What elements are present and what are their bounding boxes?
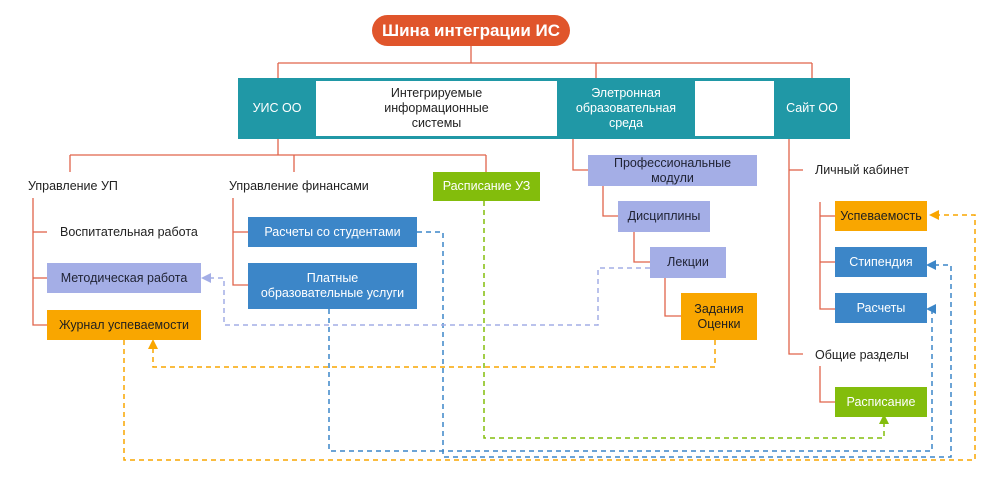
item-raspisanie-uz: Расписание УЗ [433, 172, 540, 201]
systems-band-label: Интегрируемые информационные системы [316, 81, 557, 136]
band-label-line: системы [411, 116, 462, 130]
tree-lines [32, 46, 835, 403]
tasks-line: Задания [694, 301, 744, 316]
item-stipendiya: Стипендия [835, 247, 927, 277]
band-label-line: Интегрируемые [390, 86, 483, 100]
integration-bus-title: Шина интеграции ИС [372, 15, 570, 46]
group-up-label: Управление УП [28, 179, 118, 193]
group-general-label: Общие разделы [815, 348, 909, 362]
band-label-line: информационные [384, 101, 489, 115]
tasks-line: Оценки [697, 316, 741, 331]
group-cabinet-label: Личный кабинет [815, 163, 910, 177]
item-discipliny: Дисциплины [618, 201, 710, 232]
item-prof-moduli: Профессиональные модули [588, 155, 757, 186]
item-uspevaemost: Успеваемость [835, 201, 927, 231]
item-metodicheskaya: Методическая работа [47, 263, 201, 293]
system-site: Сайт ОО [774, 78, 850, 139]
systems-band-gap [695, 81, 774, 136]
eos-label-line: образовательная [575, 101, 677, 115]
item-zhurnal: Журнал успеваемости [47, 310, 201, 340]
eos-label-line: среда [608, 116, 644, 130]
eos-label-line: Элетронная [591, 86, 661, 100]
item-raschety: Расчеты [835, 293, 927, 323]
system-eos: Элетронная образовательная среда [557, 78, 695, 139]
item-lekcii: Лекции [650, 247, 726, 278]
group-finance-label: Управление финансами [229, 179, 369, 193]
system-uis: УИС ОО [238, 78, 316, 139]
item-raschety-studenty: Расчеты со студентами [248, 217, 417, 247]
item-raspisanie: Расписание [835, 387, 927, 417]
item-zadaniya-ocenki: Задания Оценки [681, 293, 757, 340]
integration-links [123, 201, 976, 461]
item-vospitatelnaya: Воспитательная работа [60, 225, 198, 239]
item-platnye-uslugi: Платные образовательные услуги [248, 263, 417, 309]
